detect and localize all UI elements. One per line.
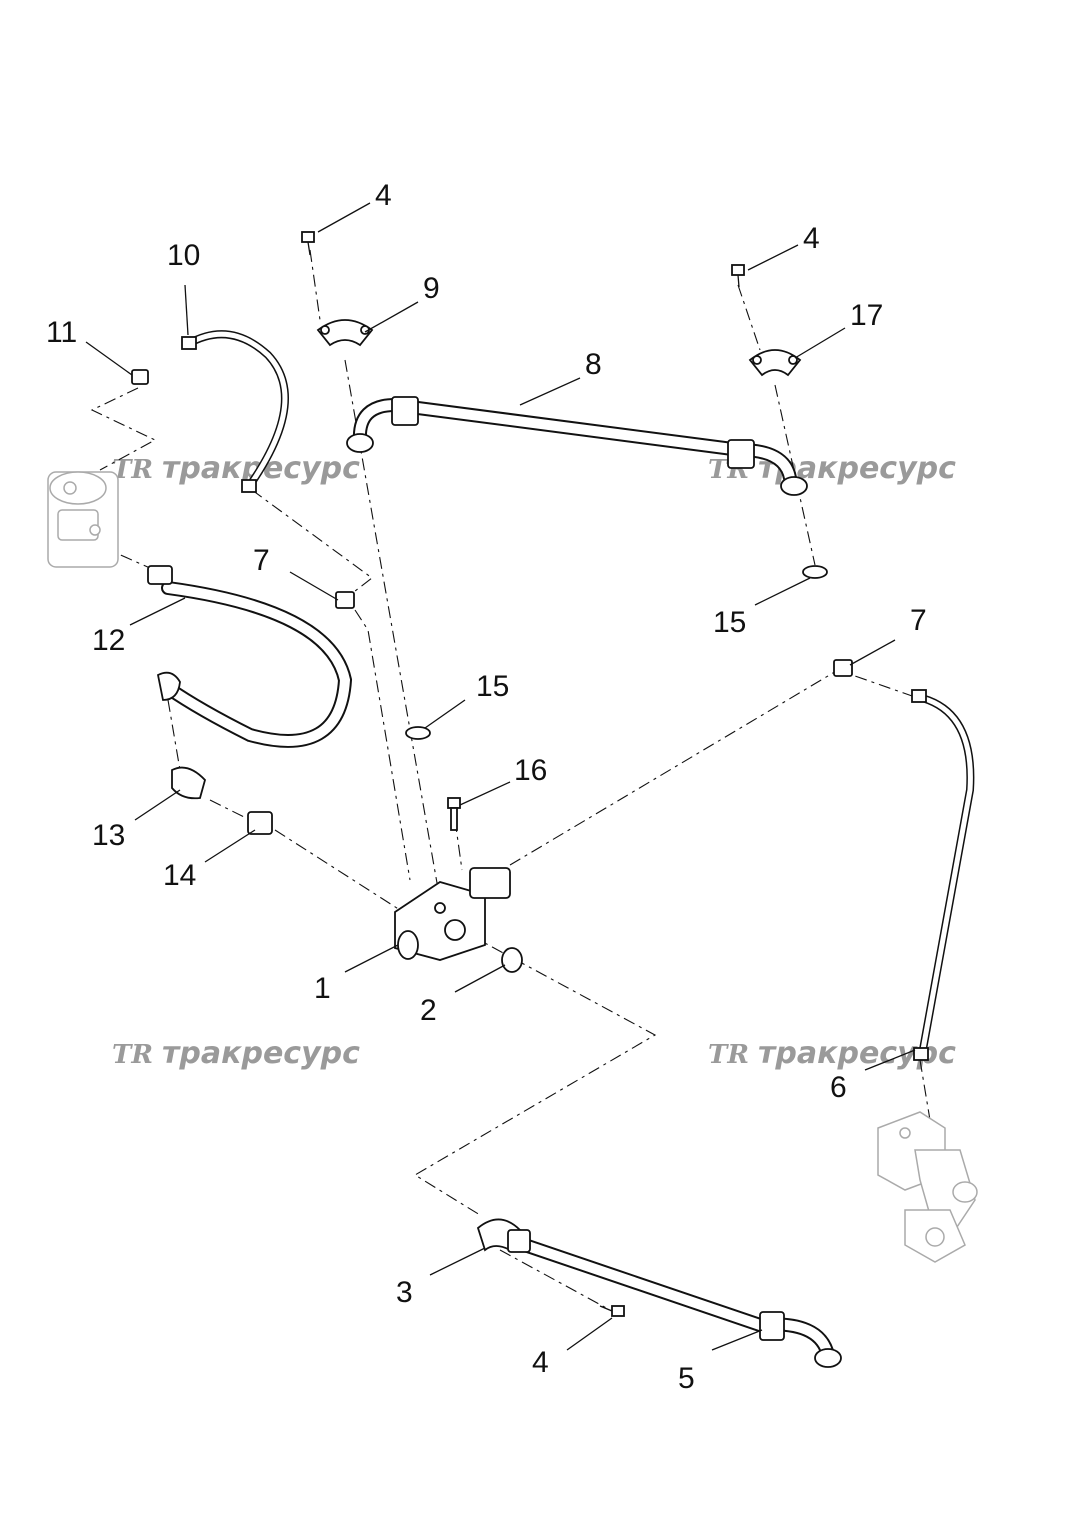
fitting-11 xyxy=(131,369,149,385)
callout-4: 4 xyxy=(803,222,820,255)
callout-3: 3 xyxy=(396,1276,413,1309)
hose-5 xyxy=(503,1233,842,1368)
watermark-logo: TR xyxy=(112,1040,153,1070)
oring-15-mid xyxy=(405,726,431,740)
watermark-bottom-left: TR тракресурс xyxy=(112,1036,360,1071)
tee-7-left xyxy=(335,591,355,609)
bolt-16 xyxy=(447,797,461,831)
callout-4: 4 xyxy=(532,1346,549,1379)
adapter-14 xyxy=(247,811,273,835)
tee-7-right xyxy=(833,659,853,677)
callout-16: 16 xyxy=(514,754,547,787)
assembly-line-7a xyxy=(354,609,411,881)
bolt-4-top xyxy=(301,231,315,256)
callout-17: 17 xyxy=(850,299,883,332)
clamp-9 xyxy=(316,319,374,347)
clamp-17 xyxy=(748,349,802,377)
valve-block-ghost xyxy=(877,1111,978,1263)
hose-10 xyxy=(181,330,289,493)
callout-4: 4 xyxy=(375,179,392,212)
hose-8 xyxy=(346,396,808,496)
bolt-4-right xyxy=(731,264,745,288)
callout-7: 7 xyxy=(910,604,927,637)
callout-12: 12 xyxy=(92,624,125,657)
callout-11: 11 xyxy=(46,316,77,349)
callout-labels: 4 4 4 10 11 9 17 8 7 7 12 15 15 16 13 14… xyxy=(46,179,927,1395)
callout-2: 2 xyxy=(420,994,437,1027)
assembly-line-7b xyxy=(509,669,916,866)
watermark-text: тракресурс xyxy=(162,1036,360,1071)
steering-unit-ghost xyxy=(47,471,119,568)
callout-7: 7 xyxy=(253,544,270,577)
callout-15: 15 xyxy=(713,606,746,639)
assembly-line-2 xyxy=(413,934,657,1216)
elbow-13 xyxy=(171,766,207,800)
assembly-line-4a xyxy=(309,249,441,901)
watermark-logo: TR xyxy=(708,1040,749,1070)
hose-6 xyxy=(911,689,975,1061)
assembly-line-13 xyxy=(167,699,181,771)
bolt-4-bottom xyxy=(599,1305,625,1317)
callout-5: 5 xyxy=(678,1362,695,1395)
assembly-line-11 xyxy=(90,387,157,471)
assembly-line-10 xyxy=(251,489,373,599)
hose-12 xyxy=(147,565,353,748)
callout-10: 10 xyxy=(167,239,200,272)
callout-1: 1 xyxy=(314,972,331,1005)
oring-15-top xyxy=(802,565,828,579)
callout-8: 8 xyxy=(585,348,602,381)
watermark-logo: TR xyxy=(112,455,153,485)
callout-15: 15 xyxy=(476,670,509,703)
leader-lines xyxy=(85,202,916,1351)
callout-9: 9 xyxy=(423,272,440,305)
callout-14: 14 xyxy=(163,859,196,892)
callout-6: 6 xyxy=(830,1071,847,1104)
valve-1 xyxy=(394,867,511,961)
assembly-line-3 xyxy=(499,1249,611,1311)
oring-2 xyxy=(501,947,523,973)
flange-3 xyxy=(476,1218,531,1253)
watermark-top-left: TR тракресурс xyxy=(112,451,360,486)
callout-13: 13 xyxy=(92,819,125,852)
assembly-line-4b xyxy=(737,284,816,566)
assembly-line-14 xyxy=(209,799,401,911)
